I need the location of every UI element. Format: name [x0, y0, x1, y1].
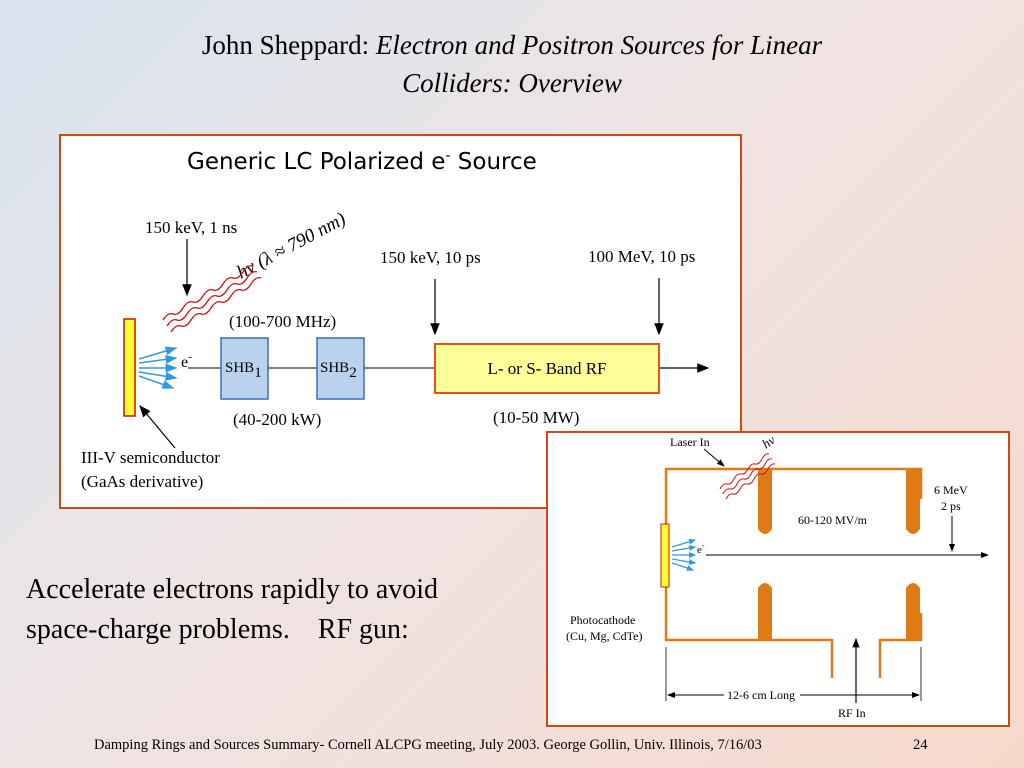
title-author: John Sheppard:	[201, 30, 370, 60]
body-text-line1: Accelerate electrons rapidly to avoid	[26, 574, 439, 605]
rf-box-label: L- or S- Band RF	[488, 359, 607, 378]
length-label: 12-6 cm Long	[727, 688, 795, 702]
shb2-box	[316, 337, 365, 400]
field-gradient-label: 60-120 MV/m	[798, 513, 868, 527]
cathode-plate	[123, 318, 136, 417]
shb1-label: SHB1	[225, 360, 262, 381]
polarized-source-diagram: Generic LC Polarized e- Source e- SHB1 S…	[59, 134, 742, 509]
cavity-outline	[664, 467, 923, 678]
page-number: 24	[913, 737, 928, 753]
rf-out-energy-label: 100 MeV, 10 ps	[588, 247, 695, 266]
laser-in-label: Laser In	[670, 435, 710, 449]
shb-power-label: (40-200 kW)	[233, 410, 321, 429]
footer-citation: Damping Rings and Sources Summary- Corne…	[94, 737, 762, 753]
rf-in-energy-label: 150 keV, 10 ps	[380, 248, 481, 267]
rf-gun-electron-label: e-	[697, 541, 705, 556]
cathode-label-1: III-V semiconductor	[81, 448, 220, 467]
rf-in-label: RF In	[838, 706, 866, 720]
electron-emission-arrows	[138, 346, 178, 389]
frequency-label: (100-700 MHz)	[229, 312, 336, 331]
title-line1: Electron and Positron Sources for Linear	[375, 30, 823, 60]
title-line2: Colliders: Overview	[402, 68, 622, 98]
shb2-label: SHB2	[320, 360, 357, 381]
body-text: Accelerate electrons rapidly to avoid sp…	[26, 570, 438, 650]
cathode-label-2: (GaAs derivative)	[81, 472, 203, 491]
shb1-box	[220, 337, 269, 400]
rf-gun-svg: e- Laser In hν 60-120 MV/m 6 MeV 2 ps Ph…	[566, 433, 989, 720]
hv-label: hν	[759, 433, 778, 451]
output-energy-label: 6 MeV	[934, 483, 968, 497]
cavity-irises	[758, 469, 920, 640]
electron-label: e-	[181, 351, 192, 371]
laser-in-arrow	[703, 448, 725, 467]
body-text-line2: space-charge problems. RF gun:	[26, 614, 409, 645]
polarized-source-svg: Generic LC Polarized e- Source e- SHB1 S…	[81, 148, 710, 491]
output-duration-label: 2 ps	[941, 499, 961, 513]
rf-gun-electron-arrows	[671, 538, 697, 571]
rf-gun-laser-waves	[719, 453, 776, 500]
diagram1-title: Generic LC Polarized e- Source	[187, 148, 537, 175]
photocathode-plate	[660, 523, 670, 588]
rf-gun-diagram: e- Laser In hν 60-120 MV/m 6 MeV 2 ps Ph…	[546, 431, 1010, 727]
cathode-pointer-arrow	[139, 405, 176, 449]
rf-box	[434, 343, 660, 394]
laser-wave-lines	[162, 264, 262, 333]
photon-label: hν (λ ≈ 790 nm)	[233, 209, 349, 284]
rf-power-label: (10-50 MW)	[493, 408, 579, 427]
slide-title: John Sheppard: Electron and Positron Sou…	[0, 26, 1024, 102]
photocathode-label-2: (Cu, Mg, CdTe)	[566, 629, 643, 643]
photocathode-label-1: Photocathode	[570, 613, 635, 627]
laser-in-label: 150 keV, 1 ns	[145, 218, 237, 237]
